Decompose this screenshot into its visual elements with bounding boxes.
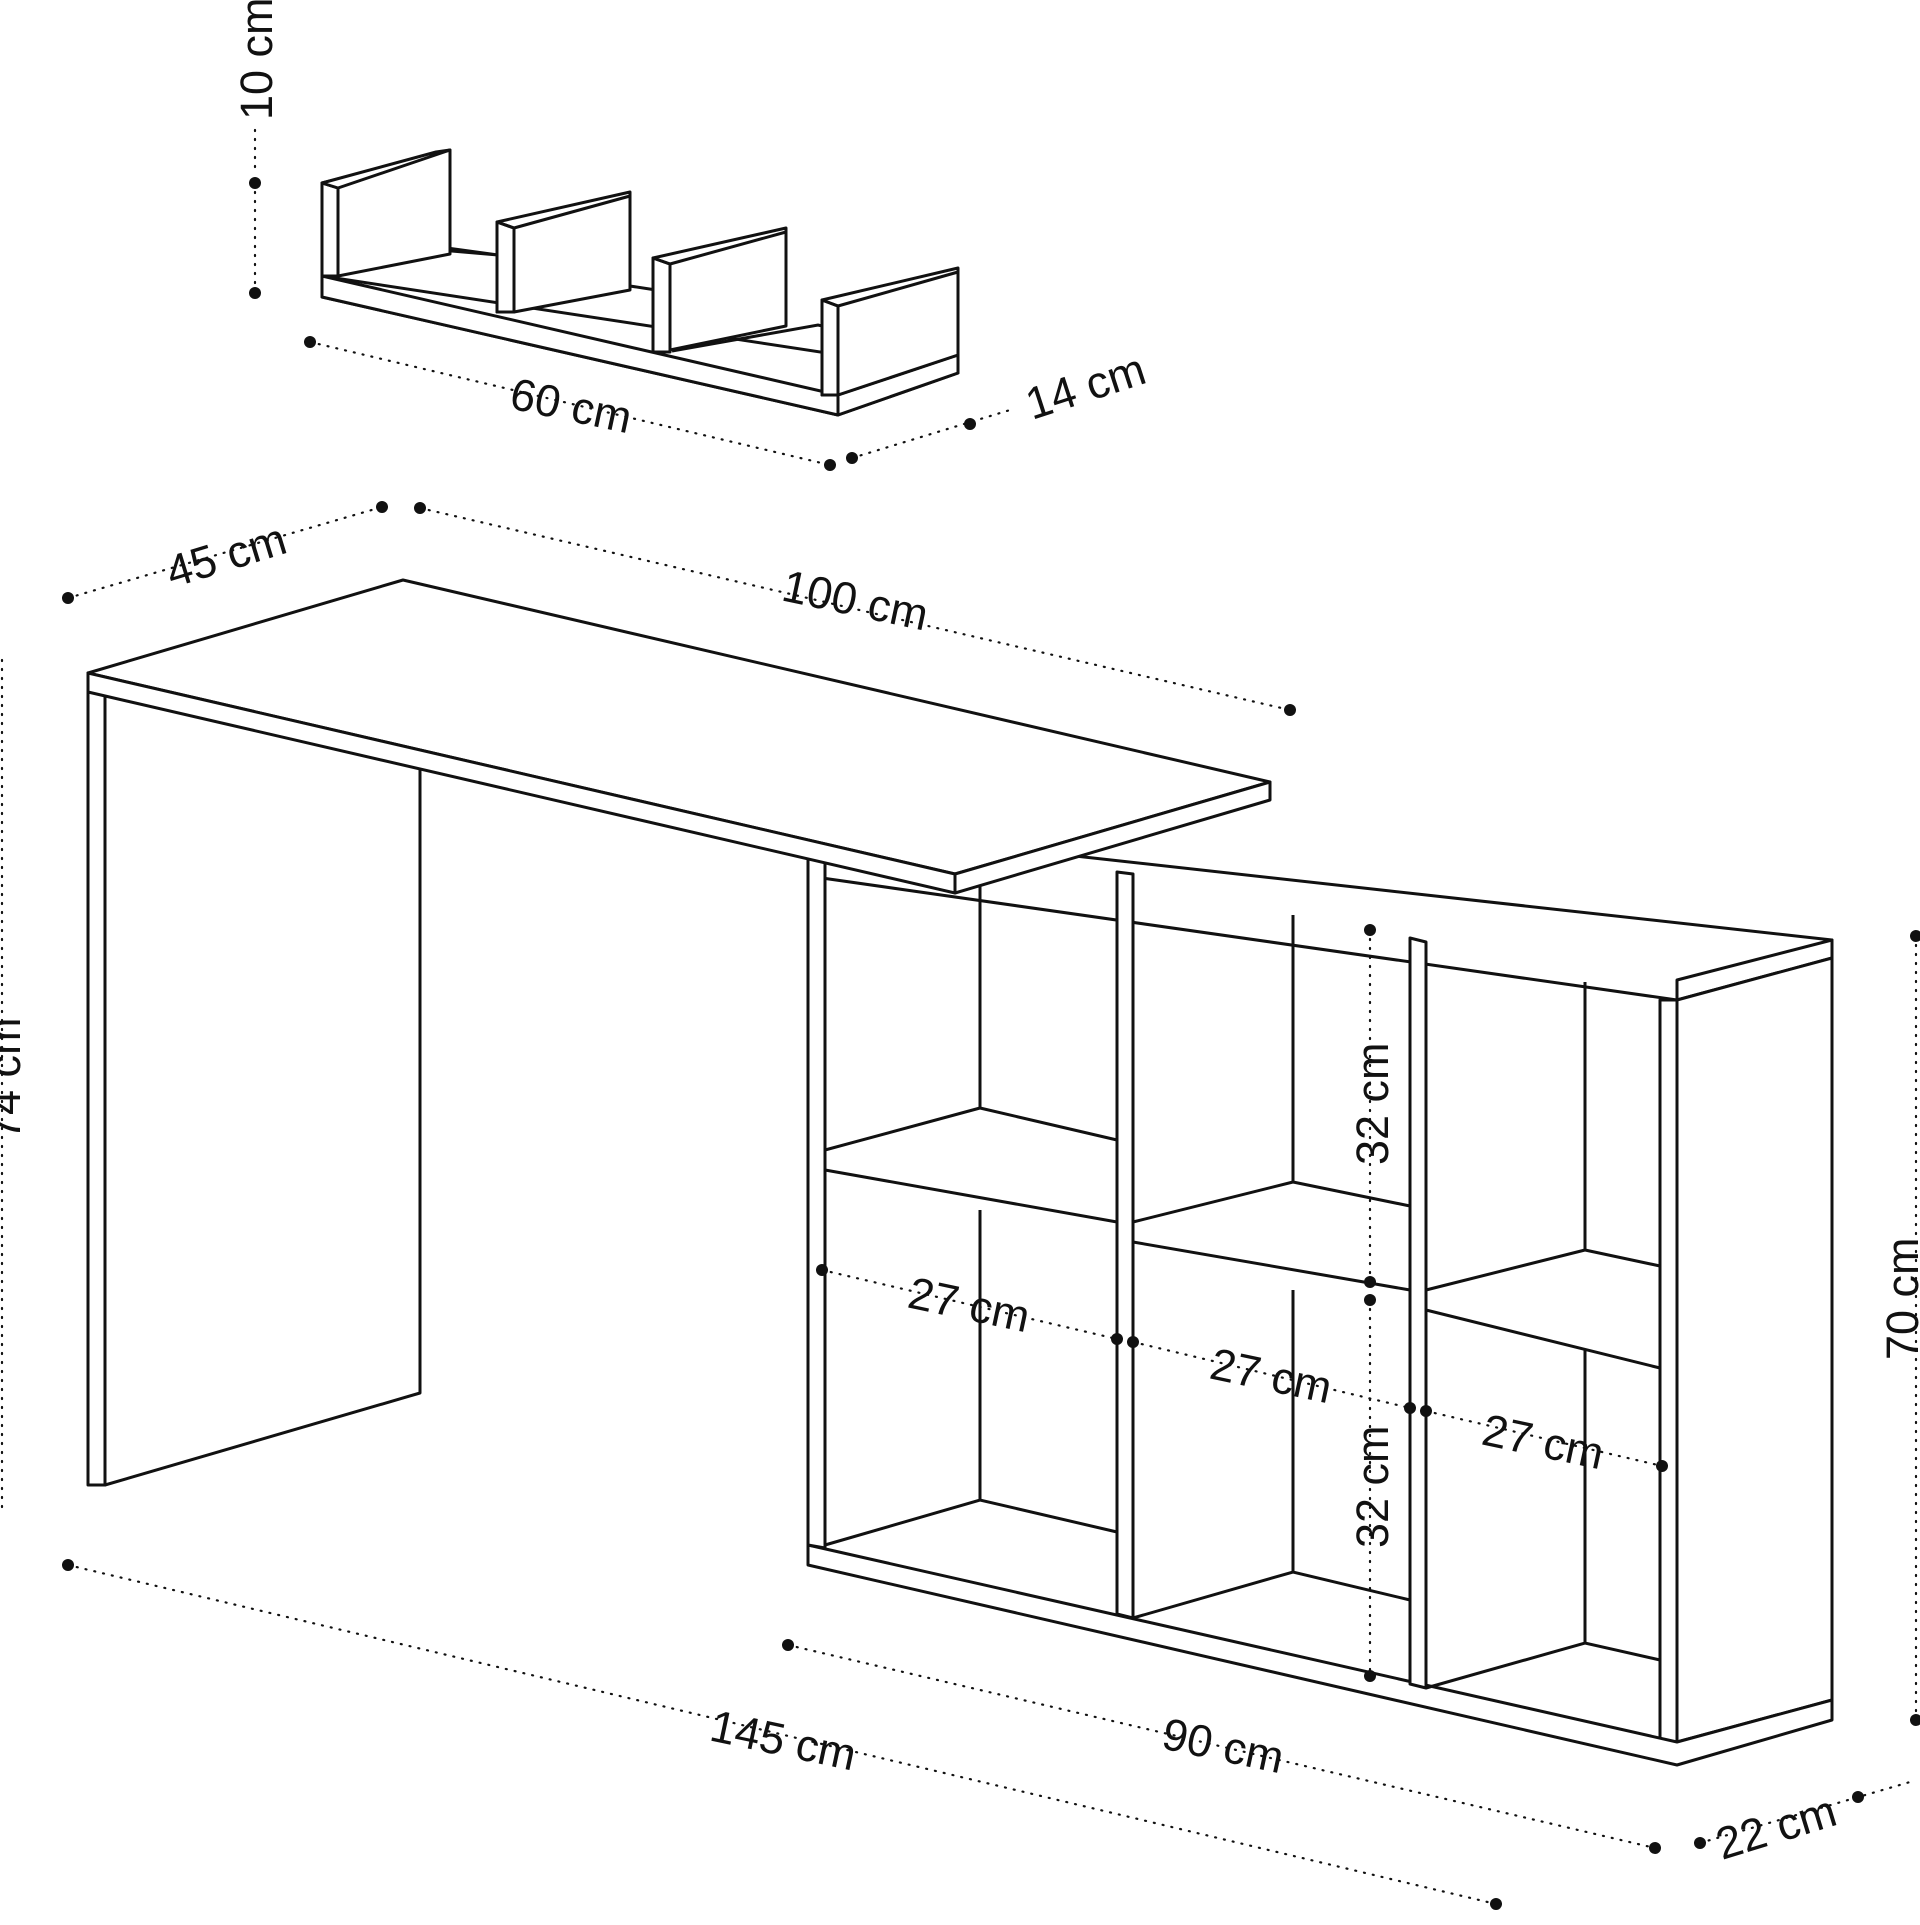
dim-dot xyxy=(1364,1294,1376,1306)
dim-dot xyxy=(304,336,316,348)
desk xyxy=(86,578,1272,1487)
dim-dot xyxy=(1364,924,1376,936)
shelf-divider-4-cap xyxy=(821,270,959,308)
desk-height-label: 74 cm xyxy=(0,1017,30,1140)
desk-top-width-label: 100 cm xyxy=(778,560,933,641)
shelf-width-dim-line xyxy=(308,340,832,467)
bookcase-shelf-1 xyxy=(823,1106,1119,1224)
shelf-divider-3-cap xyxy=(652,230,787,266)
shelf-depth-dim-line xyxy=(850,408,1012,460)
bookcase-shelf-2 xyxy=(1131,1180,1412,1292)
bookcase-left-panel xyxy=(806,856,827,1550)
shelf-divider-3-face xyxy=(651,256,672,354)
dim-dot xyxy=(1910,1714,1920,1726)
shelf-divider-2-face xyxy=(495,220,516,314)
desk-total-width-label: 145 cm xyxy=(706,1700,861,1781)
dim-dot xyxy=(1694,1837,1706,1849)
bookcase-bottom-inner-3 xyxy=(1425,1641,1661,1690)
dim-dot xyxy=(1649,1842,1661,1854)
dim-dot xyxy=(1111,1333,1123,1345)
dim-dot xyxy=(1127,1336,1139,1348)
dim-dot xyxy=(1420,1405,1432,1417)
desk-top-right-edge xyxy=(953,780,1272,895)
bookcase-shelf-3 xyxy=(1424,1248,1662,1370)
dim-dot xyxy=(1852,1791,1864,1803)
bookcase-width-label: 90 cm xyxy=(1158,1708,1288,1783)
dim-dot xyxy=(1364,1276,1376,1288)
shelf-divider-1-cap xyxy=(320,148,452,190)
dim-dot xyxy=(414,502,426,514)
bookcase-height-label: 70 cm xyxy=(1877,1237,1920,1360)
compartment-width-label-1: 27 cm xyxy=(904,1267,1034,1342)
compartment-height-label-lower: 32 cm xyxy=(1347,1425,1398,1548)
dim-dot xyxy=(62,592,74,604)
dim-dot xyxy=(249,177,261,189)
shelf-width-label: 60 cm xyxy=(506,368,636,443)
bookcase-bottom-inner-1 xyxy=(824,1498,1118,1547)
bookcase-bottom xyxy=(806,1543,1834,1767)
compartment-width-label-3: 27 cm xyxy=(1478,1404,1608,1479)
shelf-height-label: 10 cm xyxy=(231,0,282,120)
desk-total-width-dim-line xyxy=(66,1563,1498,1906)
shelf-divider-1-top xyxy=(320,181,340,278)
dim-dot xyxy=(964,418,976,430)
dim-dot xyxy=(1404,1402,1416,1414)
bookcase-divider-2 xyxy=(1408,936,1428,1690)
dim-dot xyxy=(376,501,388,513)
dim-dot xyxy=(1490,1898,1502,1910)
bookcase-divider-1 xyxy=(1115,870,1135,1620)
compartment-width-dim-line-1 xyxy=(820,1268,1119,1341)
dim-dot xyxy=(824,459,836,471)
dim-dot xyxy=(846,452,858,464)
dim-dot xyxy=(249,287,261,299)
shelf-divider-4-face xyxy=(820,298,840,397)
shelf-divider-3 xyxy=(651,226,788,352)
dim-dot xyxy=(1364,1670,1376,1682)
wall-shelf xyxy=(320,148,960,417)
bookcase-depth-label: 22 cm xyxy=(1710,1785,1842,1870)
bookcase-right-front-edge xyxy=(1658,998,1679,1744)
desk-depth-dim-line xyxy=(66,505,384,600)
desk-left-leg xyxy=(86,671,107,1487)
dim-dot xyxy=(782,1639,794,1651)
shelf-divider-2 xyxy=(495,190,632,314)
dim-dot xyxy=(1910,930,1920,942)
desk-left-leg-side xyxy=(103,691,422,1487)
compartment-height-label-upper: 32 cm xyxy=(1347,1042,1398,1165)
shelf-depth-label: 14 cm xyxy=(1019,343,1151,429)
dim-dot xyxy=(1284,704,1296,716)
dim-dot xyxy=(1656,1460,1668,1472)
bookcase-right-side xyxy=(1675,956,1834,1744)
shelf-divider-2-cap xyxy=(496,194,631,230)
desk-depth-label: 45 cm xyxy=(160,513,292,598)
bookcase-depth-dim-line xyxy=(1698,1780,1912,1845)
bookcase-bottom-inner-2 xyxy=(1132,1570,1411,1620)
compartment-width-label-2: 27 cm xyxy=(1206,1338,1336,1413)
dim-dot xyxy=(816,1264,828,1276)
bookcase xyxy=(806,854,1834,1767)
dim-dot xyxy=(62,1559,74,1571)
